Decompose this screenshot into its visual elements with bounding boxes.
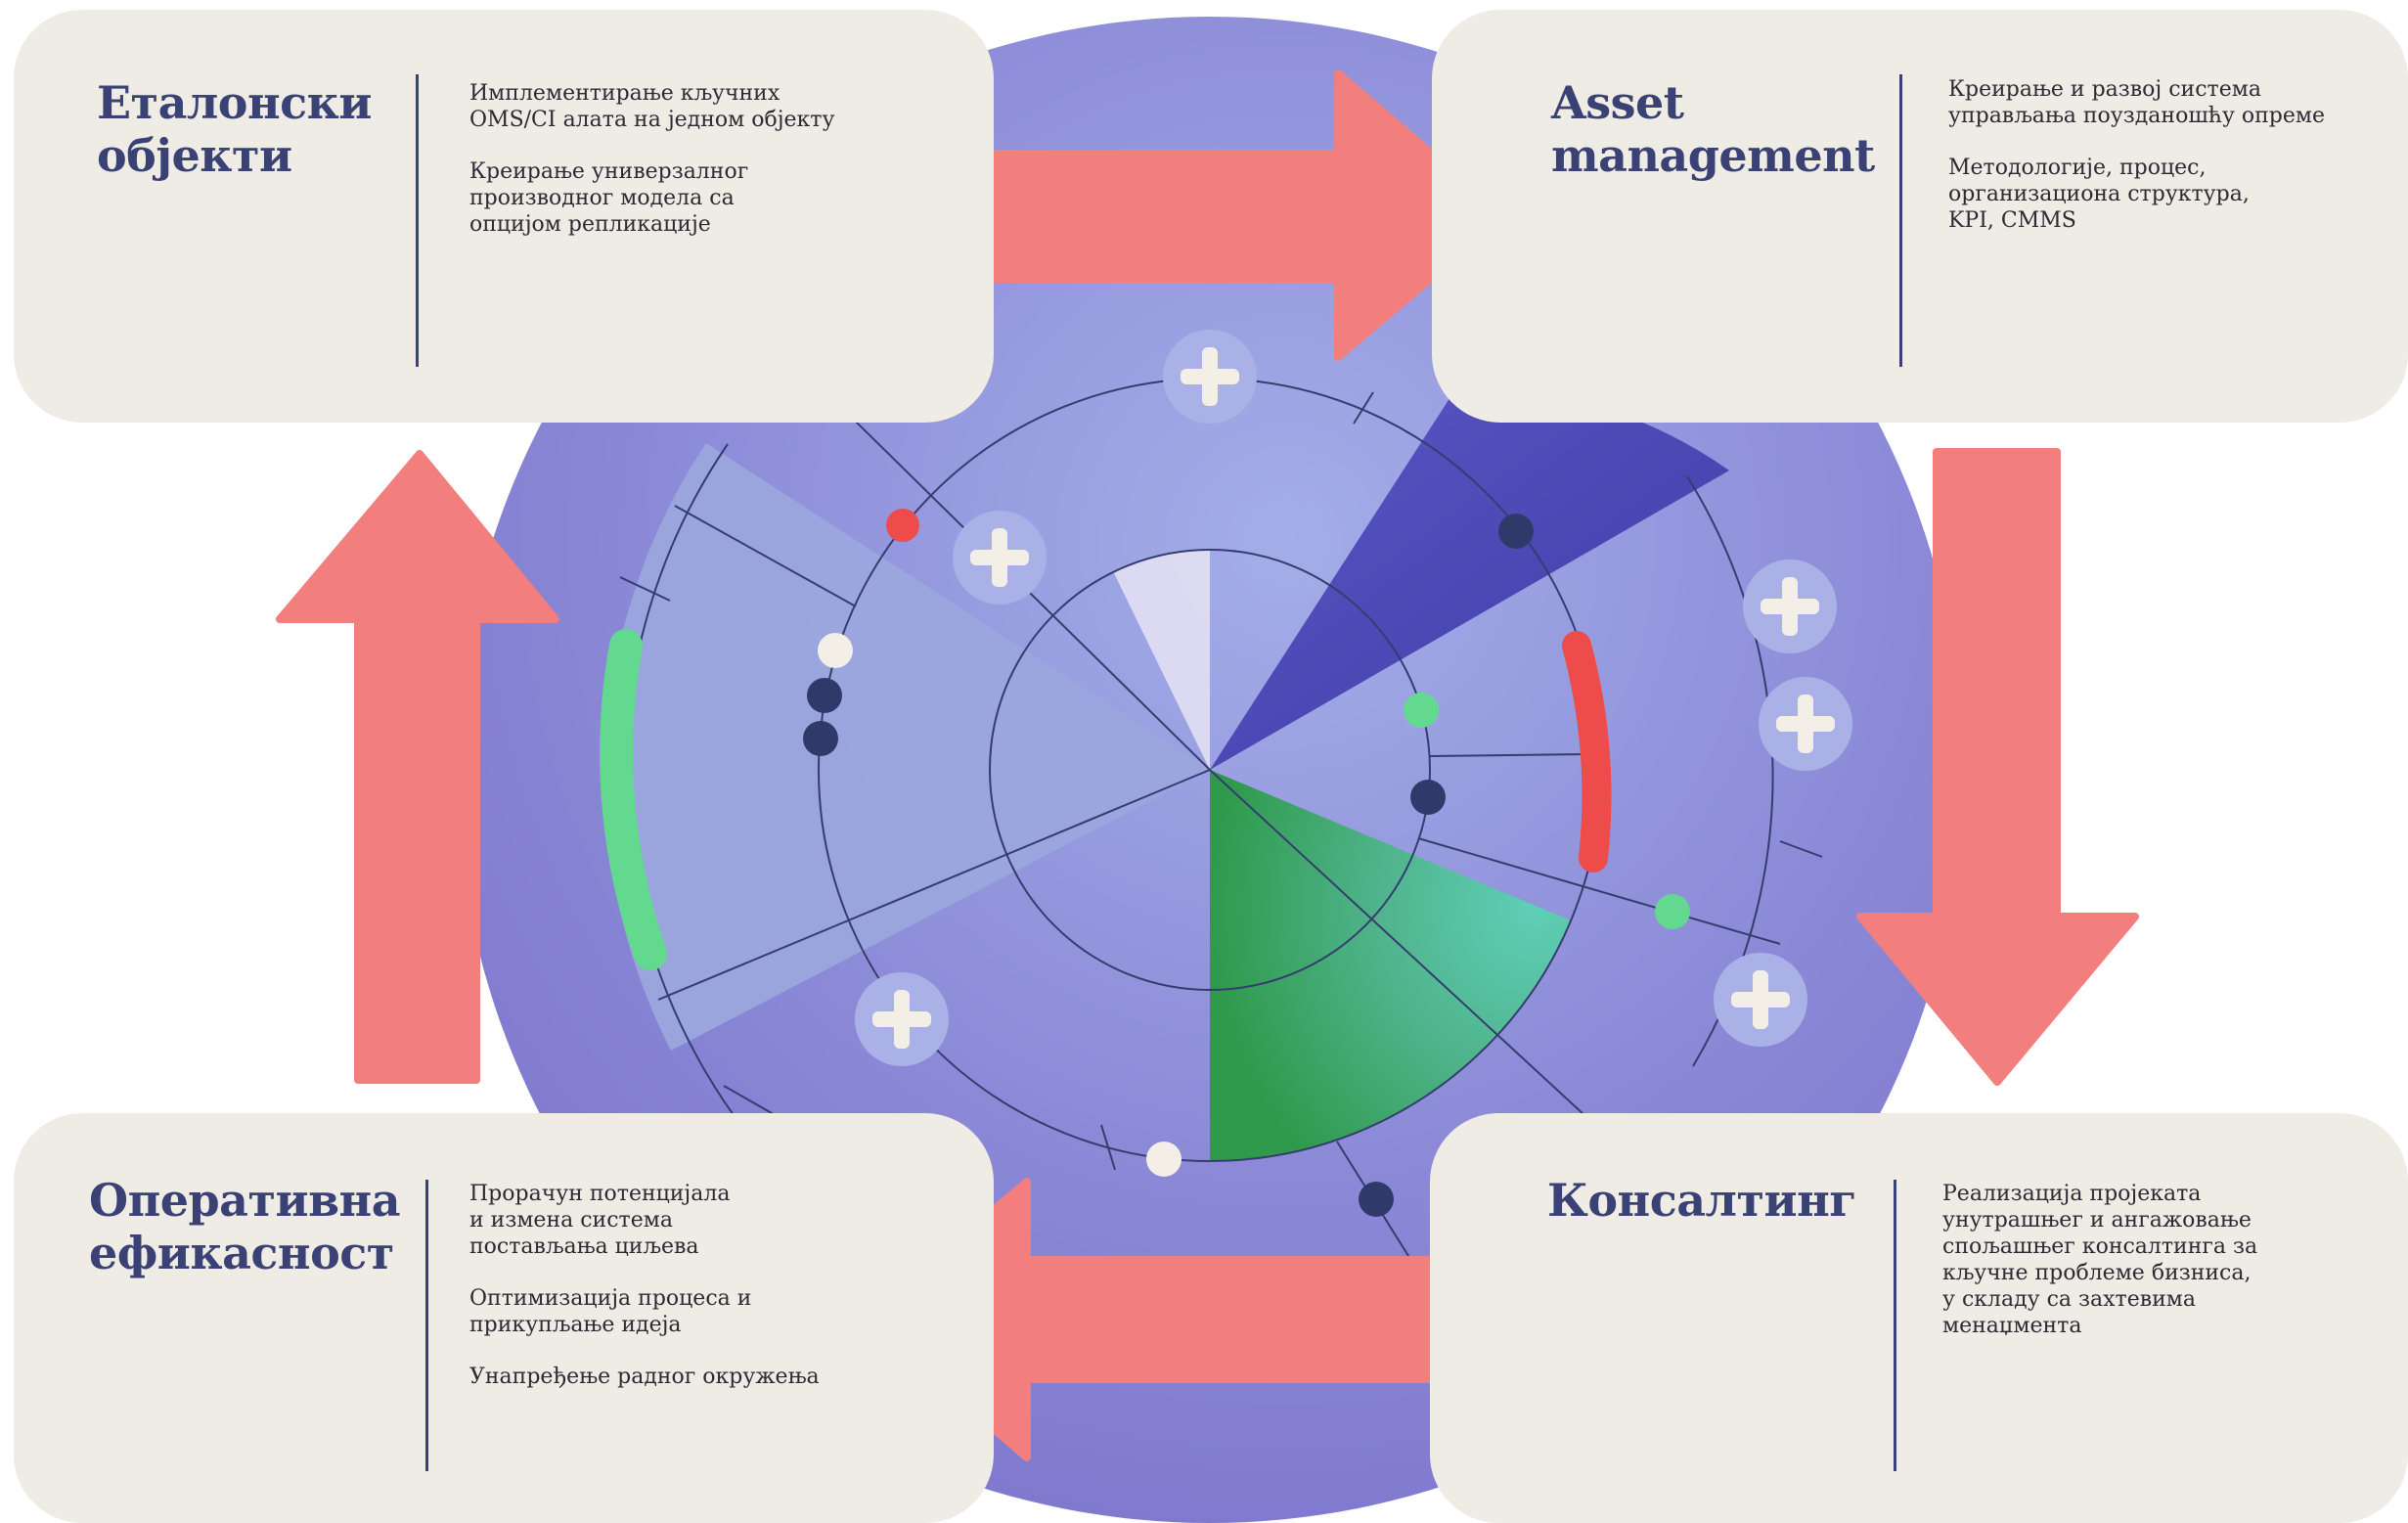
card-asset-management: Asset management Креирање и развој систе…: [1432, 10, 2408, 423]
tick-3: [1779, 840, 1823, 858]
dot-green-1: [1404, 693, 1439, 728]
card-konsalting: Консалтинг Реализација пројеката унутраш…: [1430, 1113, 2408, 1523]
card-title: Консалтинг: [1547, 1174, 1856, 1227]
card-divider: [1894, 1180, 1896, 1471]
paragraph: Креирање и развој система управљања поуз…: [1948, 77, 2326, 128]
dot-navy-4: [1410, 780, 1446, 815]
card-divider: [416, 74, 419, 367]
dot-red: [886, 509, 919, 542]
paragraph: Имплементирање кључних OMS/CI алата на ј…: [469, 81, 835, 132]
paragraph: Оптимизација процеса и прикупљање идеја: [469, 1286, 752, 1337]
dot-white-2: [1146, 1142, 1182, 1177]
green-sector: [1210, 770, 1571, 1161]
dot-navy-2: [803, 721, 838, 756]
card-description: Имплементирање кључних OMS/CI алата на ј…: [469, 80, 978, 263]
spoke-4: [674, 505, 857, 607]
spoke-5: [1429, 753, 1587, 757]
dark-sector: [1210, 385, 1729, 770]
card-operativna-efikasnost: Оперативна ефикасност Прорачун потенција…: [14, 1113, 994, 1523]
paragraph: Прорачун потенцијала и измена система по…: [469, 1182, 731, 1259]
card-title: Оперативна ефикасност: [89, 1174, 401, 1279]
light-sector: [604, 443, 1210, 1051]
spoke-6: [1417, 837, 1781, 945]
card-description: Креирање и развој система управљања поуз…: [1948, 76, 2398, 259]
paragraph: Креирање универзалног производног модела…: [469, 159, 749, 237]
card-description: Прорачун потенцијала и измена система по…: [469, 1181, 978, 1415]
tick-2: [619, 576, 671, 602]
spoke-3: [657, 769, 1211, 1001]
dot-navy-1: [807, 678, 842, 713]
arrow-down-icon: [1856, 448, 2139, 1086]
arrow-up-icon: [276, 450, 559, 1084]
tick-4: [1100, 1124, 1116, 1171]
spoke-1: [855, 421, 1211, 771]
paragraph: Реализација пројеката унутрашњег и ангаж…: [1942, 1182, 2258, 1338]
paragraph: Унапређење радног окружења: [469, 1365, 820, 1389]
card-etalonski-objekti: Еталонски објекти Имплементирање кључних…: [14, 10, 994, 423]
dot-navy-5: [1359, 1182, 1394, 1217]
dot-green-2: [1655, 894, 1690, 929]
tick-1: [1353, 391, 1374, 425]
card-divider: [1899, 74, 1902, 367]
red-arc-marker: [1562, 631, 1612, 873]
pale-wedge: [1113, 549, 1210, 770]
dot-white-1: [818, 633, 853, 668]
card-description: Реализација пројеката унутрашњег и ангаж…: [1942, 1181, 2392, 1365]
card-divider: [425, 1180, 428, 1471]
green-arc-marker: [600, 629, 667, 970]
dot-navy-3: [1498, 514, 1534, 549]
paragraph: Методологије, процес, организациона стру…: [1948, 156, 2250, 233]
plus-icon: [855, 330, 1852, 1066]
inner-ring: [989, 549, 1431, 991]
spoke-2: [1209, 769, 1585, 1116]
card-title: Еталонски објекти: [97, 76, 373, 182]
card-title: Asset management: [1551, 76, 1875, 182]
